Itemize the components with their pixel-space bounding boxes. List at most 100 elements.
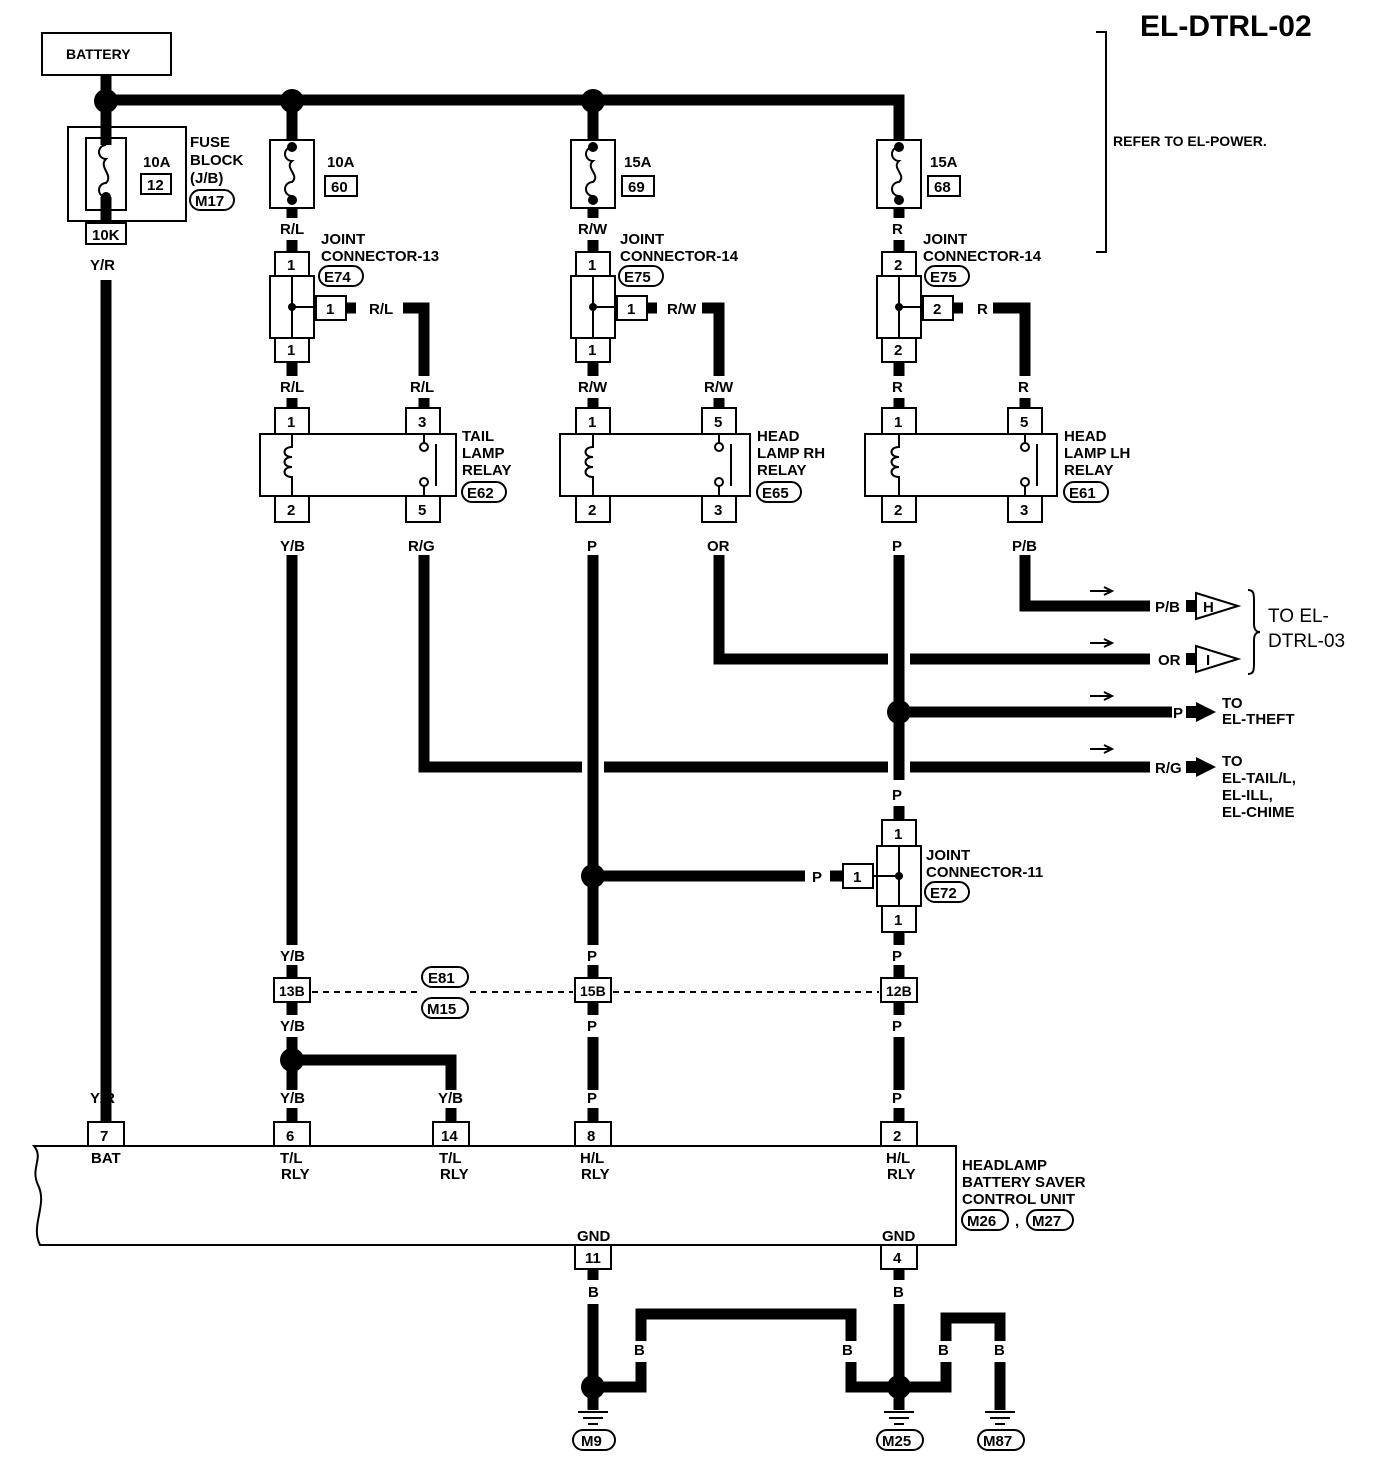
svg-text:P: P (892, 1090, 902, 1107)
svg-text:Y/R: Y/R (90, 257, 115, 274)
ground-icon (578, 1411, 1015, 1425)
svg-text:CONNECTOR-14: CONNECTOR-14 (620, 248, 739, 265)
battery-box (41, 32, 172, 76)
svg-text:1: 1 (287, 342, 295, 359)
svg-text:JOINT: JOINT (321, 231, 365, 248)
svg-text:R/L: R/L (369, 301, 393, 318)
svg-text:1: 1 (588, 257, 596, 274)
svg-text:1: 1 (627, 301, 635, 318)
svg-text:I: I (1206, 652, 1210, 669)
svg-text:HEADLAMP: HEADLAMP (962, 1157, 1047, 1174)
offpage-theft-arrow (1196, 702, 1216, 722)
refer-bracket (1096, 31, 1107, 253)
diagram-title: EL-DTRL-02 (1140, 10, 1312, 43)
svg-text:1: 1 (894, 414, 902, 431)
svg-text:2: 2 (894, 502, 902, 519)
svg-text:CONNECTOR-13: CONNECTOR-13 (321, 248, 439, 265)
svg-text:P: P (587, 1090, 597, 1107)
svg-text:CONNECTOR-11: CONNECTOR-11 (926, 864, 1043, 881)
wire-rg (418, 555, 1150, 773)
svg-text:R: R (1018, 379, 1029, 396)
headlamp-battery-saver-unit: 7 6 14 8 2 BAT T/L RLY T/L RLY H/L RLY H… (31, 1121, 1086, 1270)
svg-text:P: P (587, 948, 597, 965)
fuse-icon (98, 144, 110, 198)
svg-text:P: P (587, 538, 597, 555)
svg-text:1: 1 (588, 342, 596, 359)
svg-text:TO: TO (1222, 753, 1243, 770)
svg-text:M87: M87 (983, 1433, 1012, 1450)
offpage-tail-arrow (1196, 757, 1216, 777)
svg-text:P: P (892, 1018, 902, 1035)
svg-text:E75: E75 (624, 269, 651, 286)
svg-text:E62: E62 (467, 485, 494, 502)
svg-text:3: 3 (1020, 502, 1028, 519)
svg-text:JOINT: JOINT (620, 231, 664, 248)
svg-text:E65: E65 (762, 485, 789, 502)
ground-wire-m9 (593, 1308, 899, 1393)
svg-text:TO: TO (1222, 695, 1243, 712)
svg-text:69: 69 (628, 179, 645, 196)
svg-text:5: 5 (418, 502, 426, 519)
svg-text:R/W: R/W (578, 221, 608, 238)
offpage-i-arrow (1195, 644, 1242, 674)
head-lamp-rh-relay: 1 5 2 3 HEAD LAMP RH RELAY E65 (559, 407, 825, 523)
svg-text:60: 60 (331, 179, 348, 196)
svg-text:DTRL-03: DTRL-03 (1268, 631, 1345, 652)
svg-text:Y/B: Y/B (280, 1090, 305, 1107)
svg-text:RELAY: RELAY (462, 462, 511, 479)
svg-text:BLOCK: BLOCK (190, 152, 243, 169)
svg-text:HEAD: HEAD (1064, 428, 1107, 445)
svg-text:E75: E75 (930, 269, 957, 286)
svg-text:2: 2 (287, 502, 295, 519)
svg-text:12B: 12B (886, 983, 912, 999)
svg-text:R: R (892, 379, 903, 396)
svg-text:B: B (938, 1342, 949, 1359)
svg-text:GND: GND (577, 1228, 611, 1245)
svg-text:2: 2 (894, 342, 902, 359)
svg-text:RLY: RLY (281, 1166, 310, 1183)
svg-text:R/L: R/L (410, 379, 434, 396)
svg-text:B: B (634, 1342, 645, 1359)
svg-text:RLY: RLY (581, 1166, 610, 1183)
power-bus (100, 75, 905, 160)
svg-text:B: B (893, 1284, 904, 1301)
svg-text:68: 68 (934, 179, 951, 196)
svg-text:RELAY: RELAY (757, 462, 806, 479)
svg-text:11: 11 (585, 1250, 601, 1267)
svg-text:4: 4 (893, 1250, 902, 1267)
fuse-69: 15A 69 (570, 139, 655, 209)
svg-text:BAT: BAT (91, 1150, 121, 1167)
svg-text:R: R (892, 221, 903, 238)
svg-text:B: B (994, 1342, 1005, 1359)
svg-text:R/G: R/G (408, 538, 435, 555)
svg-text:R/L: R/L (280, 221, 304, 238)
svg-text:3: 3 (418, 414, 426, 431)
wire-pb (1019, 555, 1150, 612)
svg-text:10K: 10K (92, 227, 120, 244)
svg-text:LAMP RH: LAMP RH (757, 445, 825, 462)
svg-text:P: P (812, 869, 822, 886)
svg-text:E81: E81 (428, 970, 455, 987)
splice-dot (94, 89, 118, 113)
svg-text:P: P (587, 1018, 597, 1035)
offpage-h-arrow (1195, 591, 1242, 621)
svg-text:1: 1 (326, 301, 334, 318)
svg-text:TAIL: TAIL (462, 428, 494, 445)
svg-text:7: 7 (100, 1128, 108, 1145)
svg-text:T/L: T/L (280, 1150, 303, 1167)
svg-text:P: P (1173, 705, 1183, 722)
svg-text:R/L: R/L (280, 379, 304, 396)
svg-text:Y/R: Y/R (90, 1090, 115, 1107)
svg-text:LAMP: LAMP (462, 445, 505, 462)
svg-text:RLY: RLY (887, 1166, 916, 1183)
svg-text:2: 2 (893, 1128, 901, 1145)
svg-text:E74: E74 (324, 269, 351, 286)
svg-text:Y/B: Y/B (438, 1090, 463, 1107)
svg-text:H: H (1203, 599, 1214, 616)
svg-text:JOINT: JOINT (926, 847, 970, 864)
svg-text:2: 2 (933, 301, 941, 318)
svg-text:EL-ILL,: EL-ILL, (1222, 787, 1273, 804)
svg-text:P: P (892, 948, 902, 965)
svg-text:R/W: R/W (704, 379, 734, 396)
svg-text:E72: E72 (930, 885, 957, 902)
